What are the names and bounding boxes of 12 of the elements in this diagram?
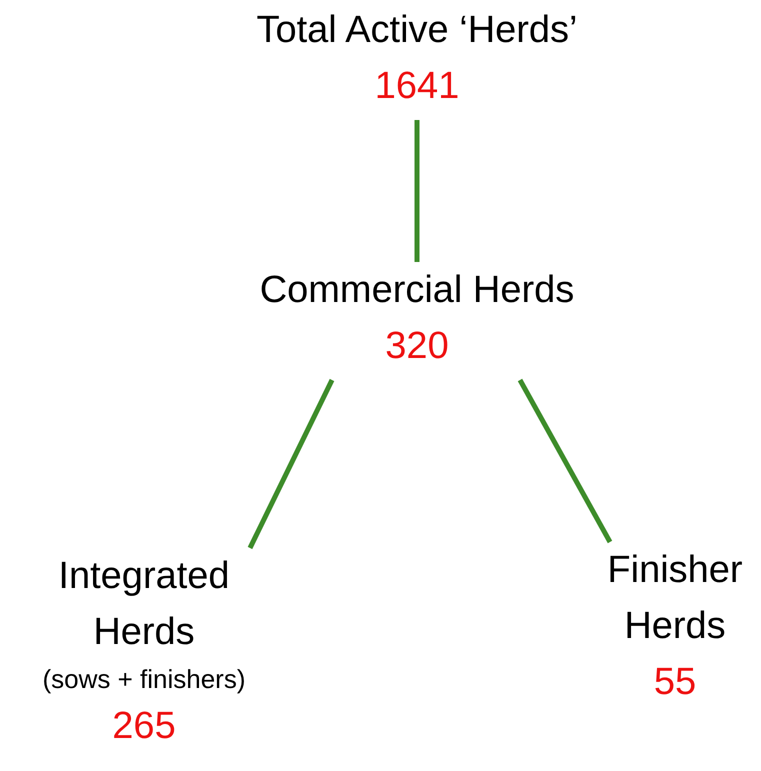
- category-label: Integrated Herds: [57, 554, 231, 655]
- connector-line: [414, 120, 420, 262]
- category-label: Total Active ‘Herds’: [256, 8, 578, 53]
- category-label: Commercial Herds: [260, 268, 574, 313]
- count-value: 320: [385, 324, 449, 369]
- connector-line: [248, 378, 334, 550]
- count-value: 1641: [374, 64, 460, 109]
- note-text: (sows + finishers): [42, 663, 246, 696]
- count-value: 55: [654, 660, 696, 705]
- connector-line: [518, 378, 612, 544]
- category-label: Finisher Herds: [606, 548, 744, 649]
- count-value: 265: [112, 704, 176, 749]
